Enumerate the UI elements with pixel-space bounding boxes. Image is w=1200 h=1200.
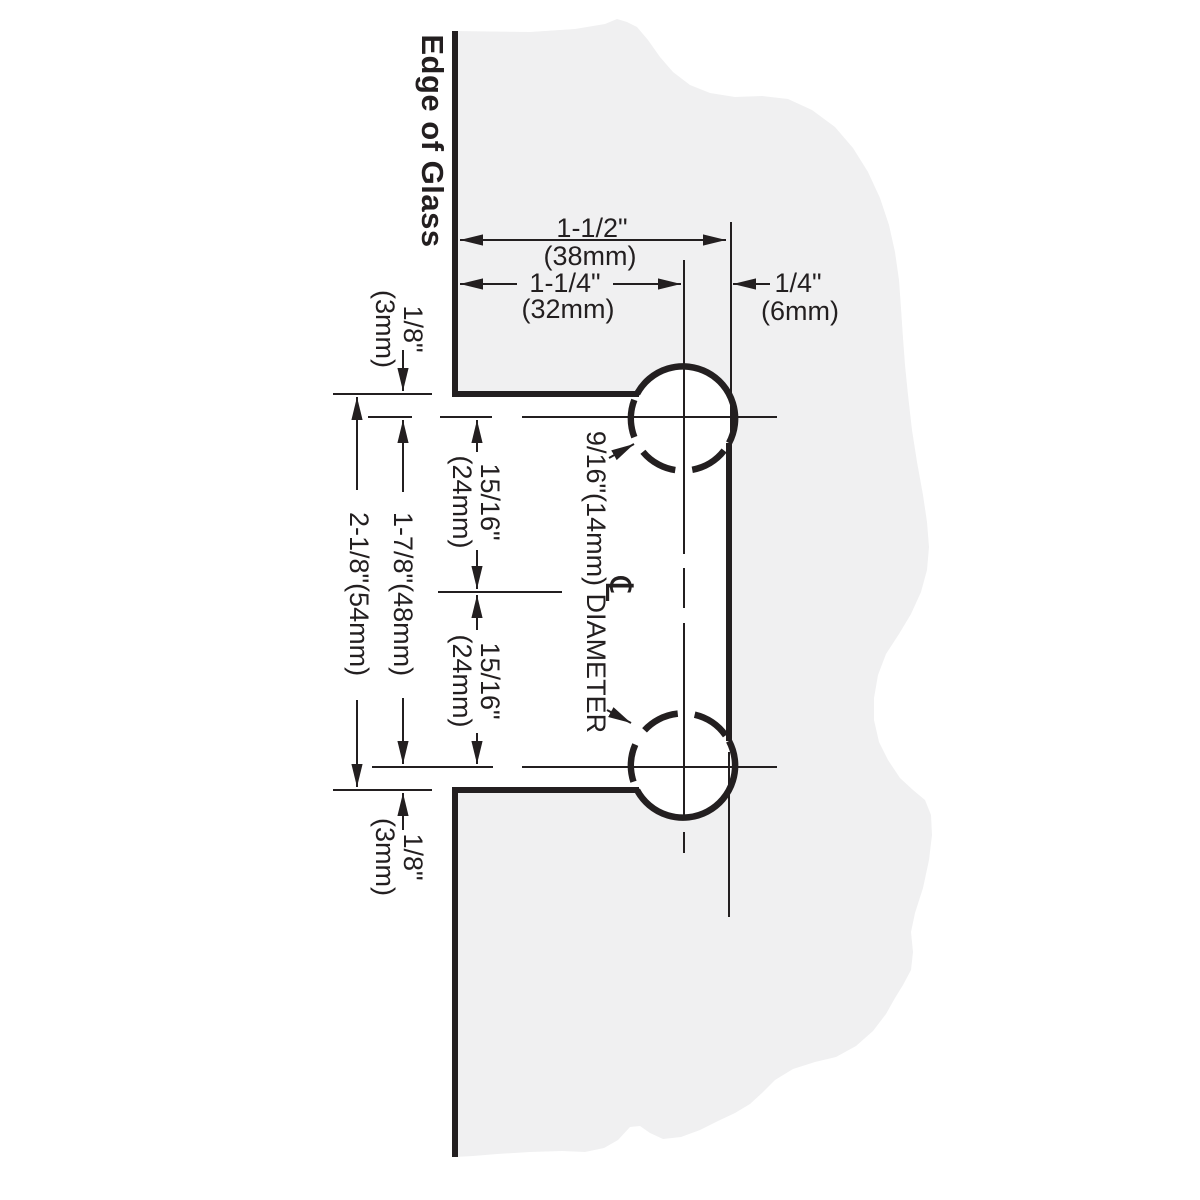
dim-hole-spacing-label: 1-7/8"(48mm): [388, 512, 418, 676]
bottom-hole-hidden-arc: [627, 710, 732, 792]
dim-lower-half-metric: (24mm): [447, 635, 477, 728]
dim-width-overall-value: 1-1/2": [556, 213, 627, 243]
dim-upper-half-value: 15/16": [475, 463, 505, 540]
diameter-leader-top: [608, 443, 635, 461]
dim-top-inset-label: 1/8" (3mm): [370, 290, 428, 368]
top-hole-solid-arc: [634, 363, 739, 445]
dim-width-to-center-value: 1-1/4": [529, 268, 600, 298]
dim-overall-height-value: 2-1/8"(54mm): [344, 512, 374, 676]
diameter-leader-bottom: [606, 707, 632, 724]
dim-upper-half-metric: (24mm): [447, 456, 477, 549]
centerline-symbol-glyph: ℄: [597, 576, 641, 602]
edge-of-glass-label: Edge of Glass: [415, 34, 450, 247]
dim-hole-spacing-value: 1-7/8"(48mm): [388, 512, 418, 676]
dim-bottom-inset-value: 1/8": [398, 833, 428, 880]
dim-width-to-center-metric: (32mm): [522, 294, 615, 324]
extension-lines: [333, 222, 777, 917]
centerline-symbol: ℄: [597, 576, 641, 602]
dim-lower-half-label: 15/16" (24mm): [447, 635, 505, 728]
dim-bottom-inset-label: 1/8" (3mm): [370, 818, 428, 896]
edge-of-glass-text: Edge of Glass: [415, 34, 450, 247]
glass-edge-bottom-segment: [452, 787, 639, 1157]
dimension-lines: [351, 234, 770, 830]
dim-overall-height-label: 2-1/8"(54mm): [344, 512, 374, 676]
dim-width-overall-metric: (38mm): [544, 241, 637, 271]
glass-edge-top-segment: [452, 31, 639, 397]
dim-bottom-inset-metric: (3mm): [370, 818, 400, 896]
dim-top-inset-value: 1/8": [398, 305, 428, 352]
glass-sheet: [455, 19, 932, 1157]
cutout-outline: [452, 31, 739, 1157]
hole-diameter-text: 9/16"(14mm) DIAMETER: [581, 431, 611, 733]
top-hole-hidden-arc: [627, 392, 732, 474]
dim-upper-half-label: 15/16" (24mm): [447, 456, 505, 549]
bottom-hole-solid-arc: [634, 739, 739, 821]
dim-center-to-edge-metric: (6mm): [761, 296, 839, 326]
hole-diameter-label: 9/16"(14mm) DIAMETER: [581, 431, 611, 733]
dim-lower-half-value: 15/16": [475, 642, 505, 719]
dim-center-to-edge-value: 1/4": [774, 268, 821, 298]
dim-top-inset-metric: (3mm): [370, 290, 400, 368]
